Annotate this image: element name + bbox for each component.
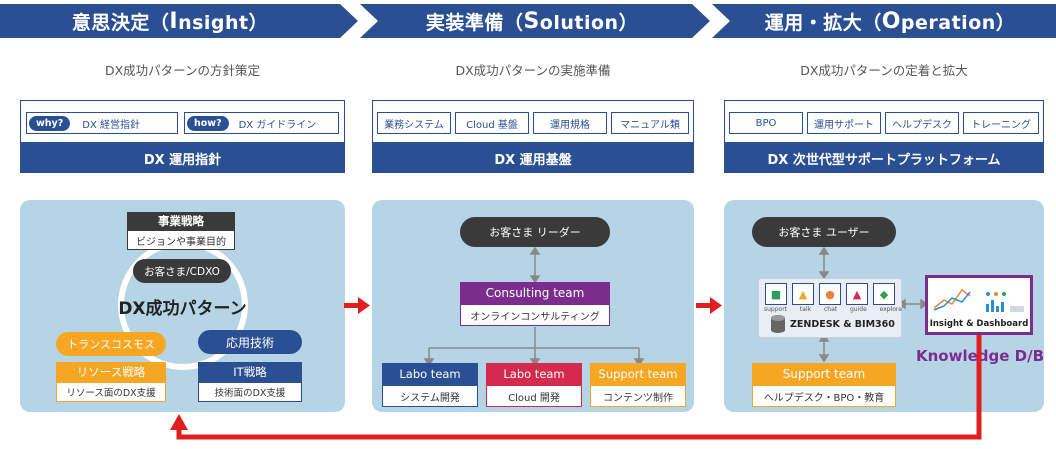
- applied-tech-pill: 応用技術: [198, 330, 302, 354]
- team-head: Support team: [590, 363, 686, 385]
- operation-connectors: [818, 246, 929, 363]
- solution-connectors: [423, 246, 645, 367]
- app-label: guide: [849, 306, 867, 313]
- insight-dashboard-box: [925, 275, 1033, 335]
- app-icon-explore: ◆: [873, 283, 895, 305]
- team-desc: システム開発: [382, 385, 478, 407]
- app-icon-support: ■: [765, 283, 787, 305]
- team-head: Labo team: [486, 363, 582, 385]
- user-pill: お客さま ユーザー: [752, 217, 896, 247]
- why-item: why? DX 経営指針: [26, 112, 178, 134]
- app-label: explore: [879, 306, 902, 313]
- operation-item: トレーニング: [963, 112, 1039, 134]
- dx-success-pattern-title: DX成功パターン: [118, 299, 247, 319]
- it-strategy-sub: 技術面のDX支援: [198, 382, 302, 402]
- consulting-team-head: Consulting team: [460, 282, 610, 304]
- phase-subtitle-operation: DX成功パターンの定着と拡大: [800, 63, 968, 78]
- app-icon-guide: ▲: [846, 283, 868, 305]
- solution-item: 運用規格: [533, 112, 607, 134]
- dashboard-label: Insight & Dashboard: [929, 319, 1029, 329]
- leader-pill: お客さま リーダー: [460, 217, 610, 247]
- biz-strategy-head: 事業戦略: [127, 212, 235, 230]
- team-head: Labo team: [382, 363, 478, 385]
- app-label: chat: [823, 306, 838, 313]
- why-badge: why?: [29, 115, 71, 131]
- app-label: support: [764, 306, 788, 313]
- how-badge: how?: [187, 115, 229, 131]
- solution-item: マニュアル類: [611, 112, 689, 134]
- support-team-head: Support team: [752, 363, 896, 385]
- team-desc: コンテンツ制作: [590, 385, 686, 407]
- zendesk-label: ZENDESK & BIM360: [790, 319, 895, 330]
- phase-chevrons: [0, 4, 1056, 38]
- phase-subtitle-insight: DX成功パターンの方針策定: [104, 63, 261, 78]
- phase-bar-operation: DX 次世代型サポートプラットフォーム: [724, 143, 1044, 173]
- phase-subtitle-solution: DX成功パターンの実施準備: [455, 63, 611, 78]
- app-labels: support talk chat guide explore: [764, 306, 902, 313]
- operation-item: BPO: [729, 112, 803, 134]
- biz-strategy-sub: ビジョンや事業目的: [127, 230, 235, 250]
- how-label: DX ガイドライン: [238, 119, 317, 131]
- consulting-team-sub: オンラインコンサルティング: [460, 304, 610, 326]
- solution-item: Cloud 基盤: [455, 112, 529, 134]
- dashboard-chart-icon: [933, 288, 1024, 312]
- support-team-sub: ヘルプデスク・BPO・教育: [752, 385, 896, 407]
- transcosmos-pill: トランスコスモス: [56, 332, 166, 356]
- why-label: DX 経営指針: [82, 119, 140, 131]
- resource-strategy-sub: リソース面のDX支援: [56, 382, 166, 402]
- it-strategy-head: IT戦略: [198, 362, 302, 382]
- operation-item: ヘルプデスク: [885, 112, 959, 134]
- cdxo-pill: お客さま/CDXO: [133, 259, 231, 283]
- team-desc: Cloud 開発: [486, 385, 582, 407]
- phase-bar-solution: DX 運用基盤: [372, 143, 694, 173]
- app-label: talk: [799, 306, 812, 313]
- database-icon: [771, 315, 785, 333]
- phase-bar-insight: DX 運用指針: [20, 143, 345, 173]
- resource-strategy-head: リソース戦略: [56, 362, 166, 382]
- operation-item: 運用サポート: [807, 112, 881, 134]
- app-icon-chat: ●: [819, 283, 841, 305]
- solution-item: 業務システム: [377, 112, 451, 134]
- app-icon-talk: ▲: [792, 283, 814, 305]
- how-item: how? DX ガイドライン: [184, 112, 339, 134]
